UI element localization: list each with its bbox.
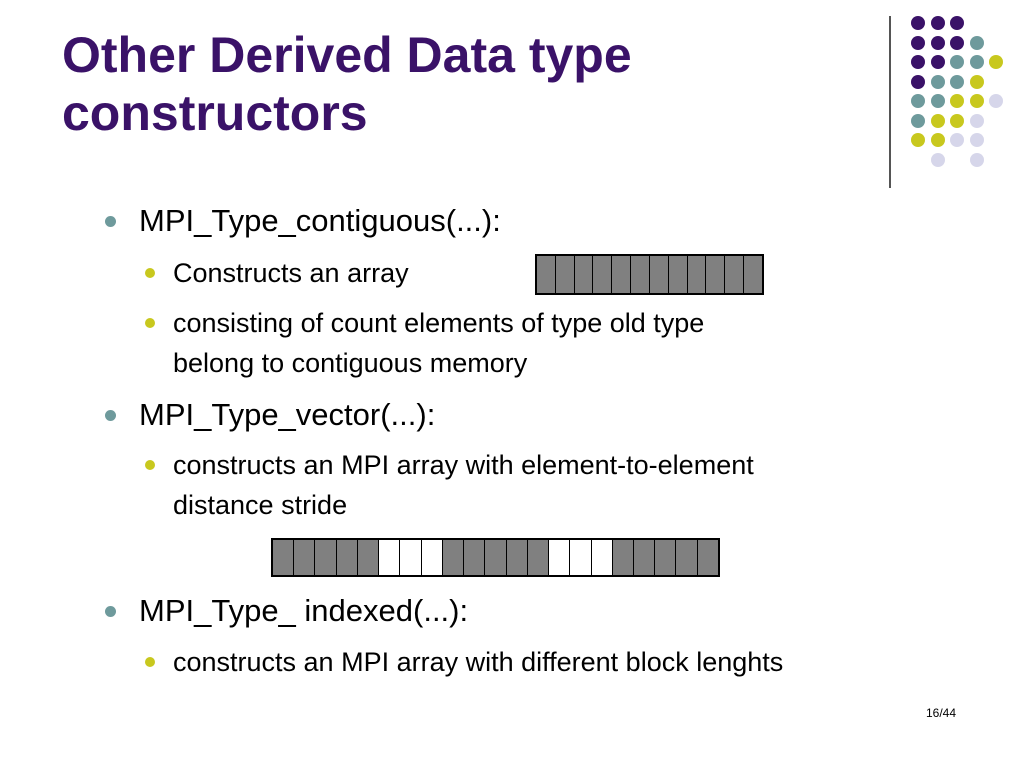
memory-cell-filled — [537, 256, 556, 293]
memory-cell-filled — [655, 540, 677, 575]
bullet-mpi-type-indexed: MPI_Type_ indexed(...): — [105, 593, 469, 629]
memory-cell-filled — [506, 540, 528, 575]
sub-bullet-text: constructs an MPI array with different b… — [173, 647, 784, 677]
memory-cell-filled — [631, 256, 650, 293]
sub-bullet-text: Constructs an array — [173, 258, 409, 288]
memory-cell-filled — [527, 540, 550, 575]
memory-cell-empty — [549, 540, 571, 575]
memory-cell-filled — [442, 540, 465, 575]
memory-cell-filled — [315, 540, 337, 575]
decorative-dot — [969, 133, 984, 147]
sub-bullet-line-2: belong to contiguous memory — [173, 348, 528, 378]
bullet-dot-icon — [105, 410, 116, 421]
bullet-mpi-type-contiguous: MPI_Type_contiguous(...): — [105, 203, 501, 239]
decorative-dot — [911, 55, 925, 69]
sub-bullet-dot-icon — [145, 460, 155, 470]
title-line-1: Other Derived Data type — [62, 27, 632, 83]
heading-vector: MPI_Type_vector(...): — [139, 397, 436, 432]
memory-cell-empty — [379, 540, 401, 575]
slide-title: Other Derived Data type constructors — [62, 26, 862, 142]
heading-indexed: MPI_Type_ indexed(...): — [139, 593, 469, 628]
bullet-dot-icon — [105, 216, 116, 227]
memory-cell-filled — [697, 540, 718, 575]
memory-cell-empty — [400, 540, 422, 575]
decorative-dot — [950, 35, 964, 50]
sub-bullet-constructs-array: Constructs an array — [145, 253, 409, 293]
decorative-dot — [911, 94, 925, 108]
memory-cell-filled — [612, 256, 632, 293]
memory-cell-filled — [294, 540, 316, 575]
decorative-dot — [969, 55, 984, 69]
memory-cell-filled — [676, 540, 698, 575]
decorative-dot — [930, 94, 945, 108]
sub-bullet-line-1: constructs an MPI array with element-to-… — [173, 450, 754, 480]
memory-cell-filled — [273, 540, 295, 575]
heading-contiguous: MPI_Type_contiguous(...): — [139, 203, 501, 238]
decorative-dot — [930, 152, 945, 167]
memory-cell-filled — [687, 256, 707, 293]
decorative-dot — [969, 94, 984, 108]
sub-bullet-dot-icon — [145, 318, 155, 328]
decorative-dot — [930, 35, 945, 50]
decorative-dot — [911, 35, 925, 50]
decorative-dot — [911, 133, 925, 147]
decorative-dot — [911, 113, 925, 128]
memory-cell-filled — [336, 540, 358, 575]
header-divider — [889, 16, 891, 188]
decorative-dot — [969, 152, 984, 167]
decorative-dot — [989, 94, 1003, 108]
bullet-dot-icon — [105, 606, 116, 617]
memory-cell-filled — [612, 540, 634, 575]
decorative-dot — [950, 16, 964, 30]
bullet-mpi-type-vector: MPI_Type_vector(...): — [105, 397, 436, 433]
memory-cell-filled — [706, 256, 726, 293]
memory-cell-filled — [633, 540, 656, 575]
decorative-dot — [969, 113, 984, 128]
sub-bullet-count-elements: consisting of count elements of type old… — [145, 303, 705, 383]
decorative-dot — [911, 74, 925, 89]
memory-cell-filled — [649, 256, 669, 293]
sub-bullet-dot-icon — [145, 268, 155, 278]
sub-bullet-block-lengths: constructs an MPI array with different b… — [145, 642, 784, 682]
memory-cell-empty — [591, 540, 613, 575]
decorative-dot — [930, 74, 945, 89]
contiguous-array-diagram — [535, 254, 764, 295]
memory-cell-filled — [357, 540, 380, 575]
decorative-dot — [969, 35, 984, 50]
decorative-dot — [969, 74, 984, 89]
decorative-dot — [950, 55, 964, 69]
memory-cell-filled — [555, 256, 575, 293]
sub-bullet-element-stride: constructs an MPI array with element-to-… — [145, 445, 754, 525]
sub-bullet-line-2: distance stride — [173, 490, 348, 520]
memory-cell-filled — [725, 256, 745, 293]
memory-cell-filled — [574, 256, 594, 293]
decorative-dot — [911, 16, 925, 30]
decorative-dot — [950, 133, 964, 147]
sub-bullet-line-1: consisting of count elements of type old… — [173, 308, 705, 338]
decorative-dot — [950, 113, 964, 128]
decorative-dot — [930, 55, 945, 69]
memory-cell-filled — [464, 540, 486, 575]
sub-bullet-dot-icon — [145, 657, 155, 667]
decorative-dot — [930, 16, 945, 30]
memory-cell-empty — [421, 540, 443, 575]
decorative-dot — [950, 94, 964, 108]
memory-cell-filled — [485, 540, 507, 575]
page-number: 16/44 — [926, 706, 957, 720]
decorative-dot — [989, 55, 1003, 69]
decorative-dot — [950, 74, 964, 89]
title-line-2: constructors — [62, 85, 368, 141]
memory-cell-empty — [570, 540, 592, 575]
memory-cell-filled — [593, 256, 613, 293]
decorative-dot — [930, 133, 945, 147]
memory-cell-filled — [668, 256, 688, 293]
vector-array-diagram — [271, 538, 720, 577]
decorative-dot — [930, 113, 945, 128]
memory-cell-filled — [744, 256, 762, 293]
